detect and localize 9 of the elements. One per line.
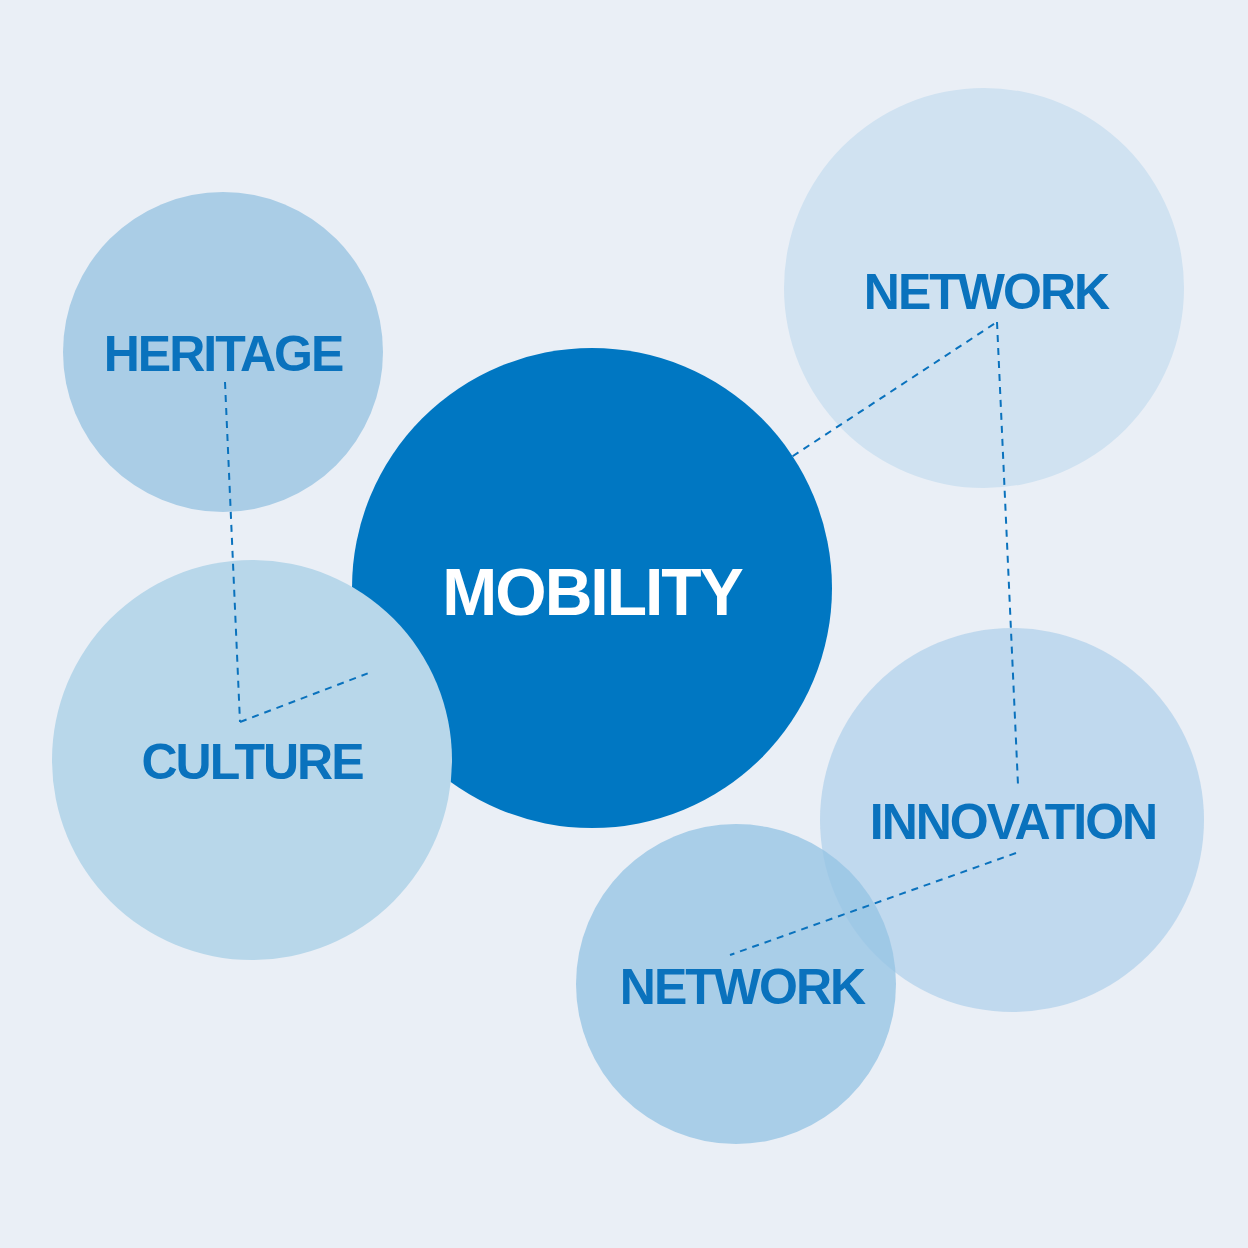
circle-label: NETWORK bbox=[863, 263, 1109, 321]
circle-label: NETWORK bbox=[619, 958, 865, 1016]
circle-label: CULTURE bbox=[141, 733, 363, 791]
circle-label: HERITAGE bbox=[103, 325, 343, 383]
circle-label: MOBILITY bbox=[442, 554, 742, 630]
circle-label: INNOVATION bbox=[869, 793, 1157, 851]
dashed-connector bbox=[239, 672, 369, 723]
dashed-connector bbox=[996, 321, 1019, 786]
dashed-connector bbox=[224, 381, 241, 723]
